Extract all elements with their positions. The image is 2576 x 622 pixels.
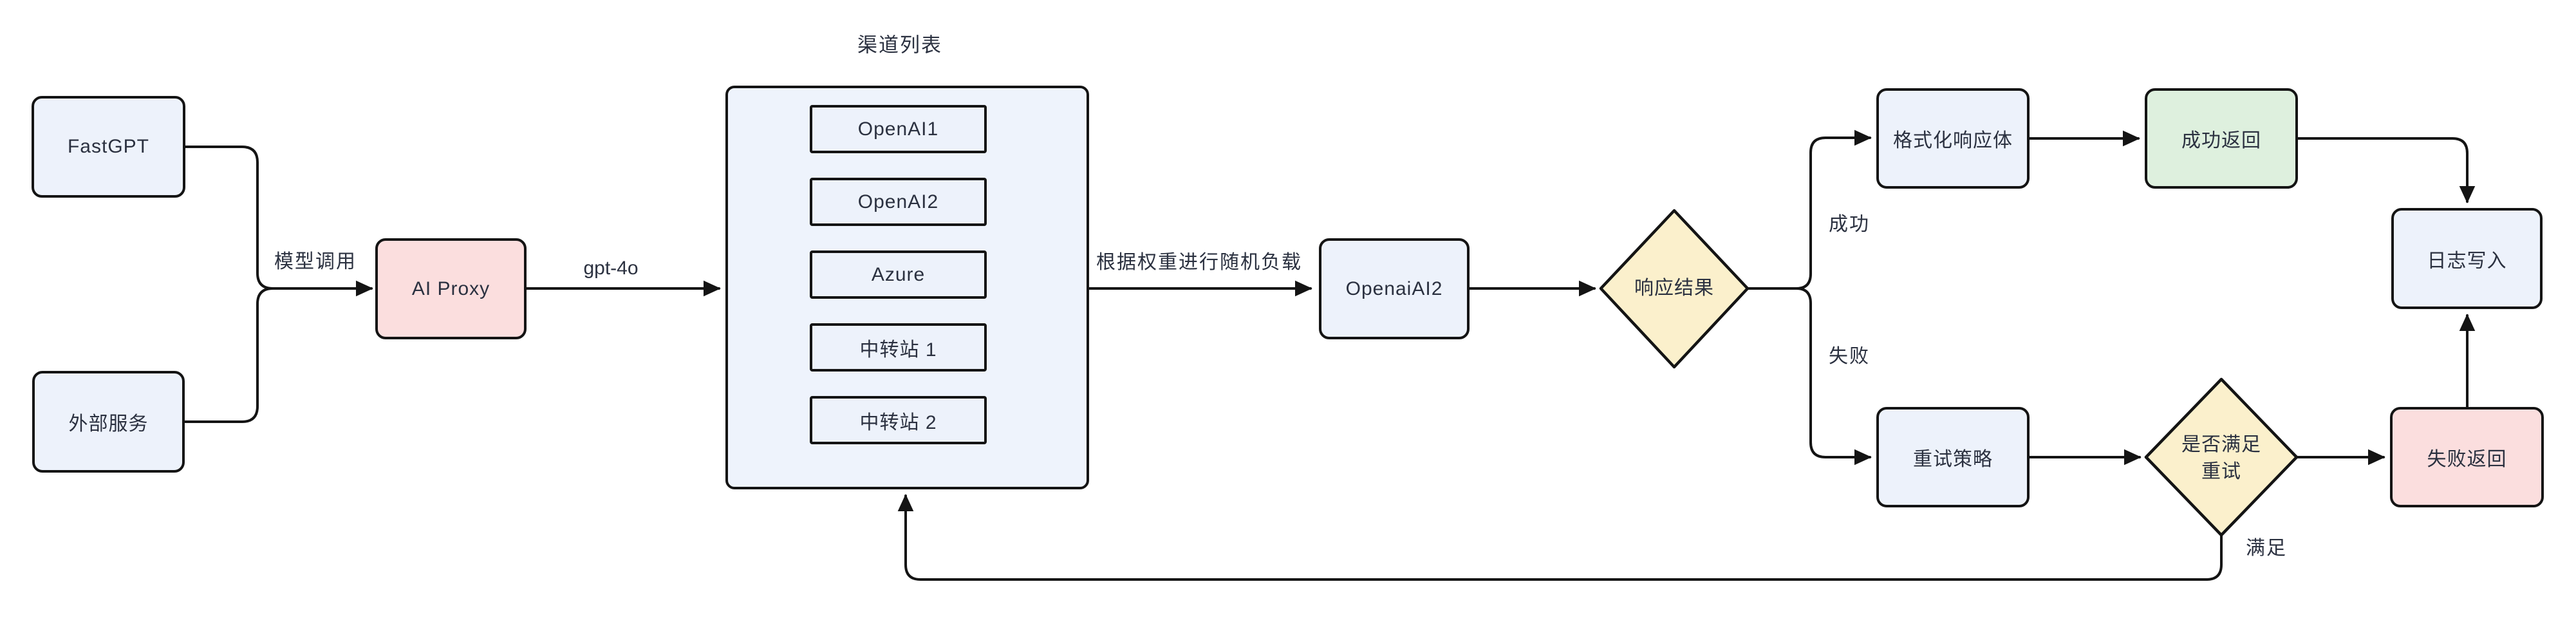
node-log-write: 日志写入 bbox=[2391, 208, 2543, 309]
edge-external-to-merge bbox=[183, 287, 274, 423]
channel-item-relay2: 中转站 2 bbox=[810, 396, 987, 444]
node-external-service: 外部服务 bbox=[32, 371, 185, 473]
diamond-retry-check bbox=[2144, 377, 2299, 537]
node-openai-ai2: OpenaiAI2 bbox=[1319, 238, 1470, 339]
diamond-label-response-result: 响应结果 bbox=[1634, 278, 1714, 299]
retry-check-line1: 是否满足 bbox=[2181, 434, 2261, 455]
edge-result-to-format bbox=[1746, 129, 1872, 290]
edge-label-load-balance: 根据权重进行随机负载 bbox=[1096, 252, 1302, 273]
channel-item-openai1: OpenAI1 bbox=[810, 105, 987, 153]
edge-label-satisfied: 满足 bbox=[2246, 538, 2287, 559]
edge-success-to-log bbox=[2297, 137, 2476, 203]
node-fastgpt: FastGPT bbox=[32, 96, 185, 198]
retry-check-line2: 重试 bbox=[2201, 461, 2241, 482]
channel-item-relay1: 中转站 1 bbox=[810, 323, 987, 372]
edge-result-to-retry bbox=[1746, 287, 1872, 466]
edge-check-to-channels-loop bbox=[897, 494, 2223, 581]
diamond-response-result bbox=[1599, 209, 1750, 369]
channel-item-openai2: OpenAI2 bbox=[810, 178, 987, 226]
edge-fastgpt-to-aiproxy bbox=[184, 146, 373, 297]
edge-label-gpt-4o: gpt-4o bbox=[583, 258, 639, 279]
edge-label-model-call: 模型调用 bbox=[274, 251, 357, 272]
node-fail-return: 失败返回 bbox=[2390, 407, 2544, 507]
edge-label-fail: 失败 bbox=[1829, 346, 1870, 367]
edge-label-success: 成功 bbox=[1829, 214, 1870, 235]
node-success-return: 成功返回 bbox=[2145, 88, 2298, 189]
node-format-response: 格式化响应体 bbox=[1876, 88, 2030, 189]
diamond-label-retry-check: 是否满足 重试 bbox=[2181, 431, 2261, 485]
channel-list-title: 渠道列表 bbox=[857, 33, 942, 57]
node-retry-policy: 重试策略 bbox=[1876, 407, 2030, 507]
node-ai-proxy: AI Proxy bbox=[375, 238, 527, 339]
channel-item-azure: Azure bbox=[810, 250, 987, 299]
